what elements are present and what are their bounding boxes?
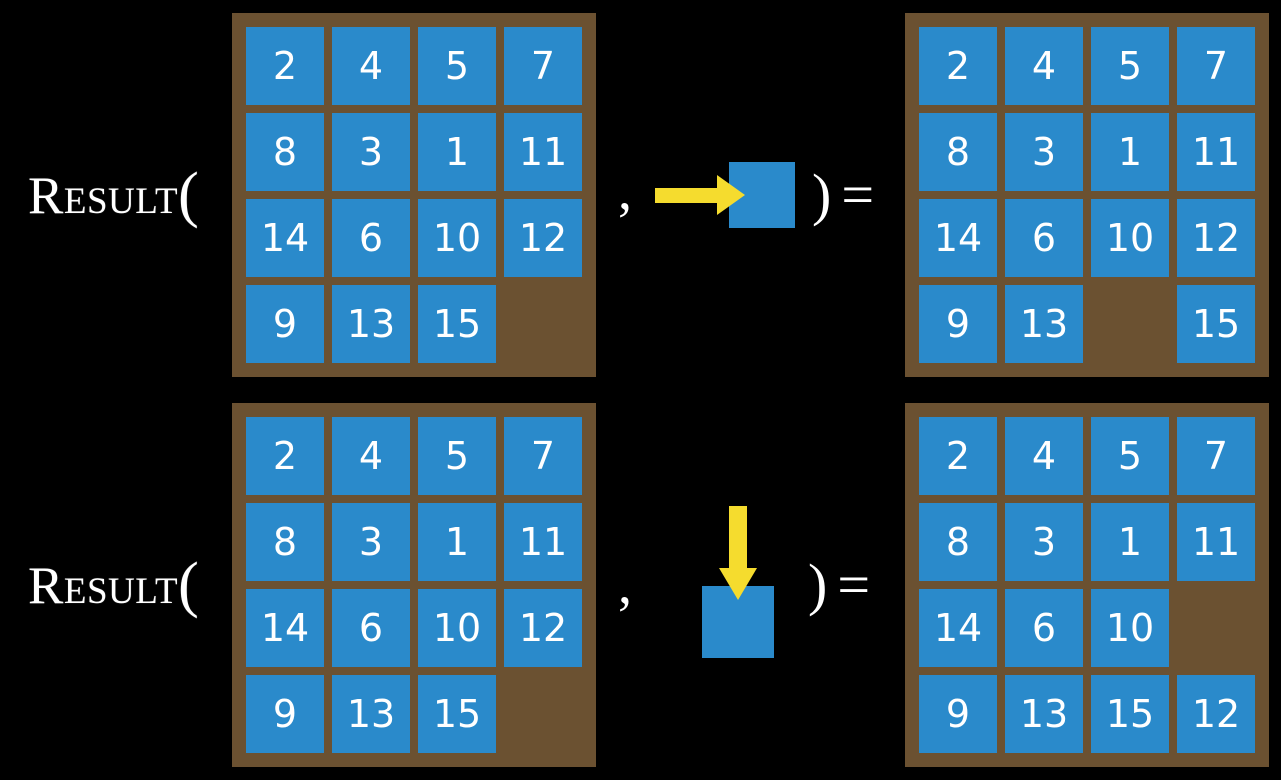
action-glyph-row-2 xyxy=(690,490,800,680)
tile[interactable]: 1 xyxy=(1091,503,1169,581)
open-paren-row-2: ( xyxy=(178,551,200,619)
tile[interactable]: 3 xyxy=(1005,503,1083,581)
action-glyph-row-1 xyxy=(655,140,820,250)
tile[interactable]: 5 xyxy=(418,27,496,105)
arrow-down-head xyxy=(719,568,757,600)
tile[interactable]: 14 xyxy=(246,589,324,667)
tile[interactable]: 2 xyxy=(246,27,324,105)
blank-tile[interactable] xyxy=(504,285,582,363)
input-board-row-1[interactable]: 2 4 5 7 8 3 1 11 14 6 10 12 9 13 15 xyxy=(232,13,596,377)
tile[interactable]: 2 xyxy=(919,417,997,495)
tile[interactable]: 11 xyxy=(1177,113,1255,191)
result-function-label-row-2: Result( xyxy=(28,554,199,616)
blank-tile[interactable] xyxy=(1177,589,1255,667)
tile[interactable]: 10 xyxy=(418,589,496,667)
tile[interactable]: 15 xyxy=(1091,675,1169,753)
tile[interactable]: 1 xyxy=(418,113,496,191)
argument-separator-row-1: , xyxy=(618,160,632,222)
output-board-row-2[interactable]: 2 4 5 7 8 3 1 11 14 6 10 9 13 15 12 xyxy=(905,403,1269,767)
tile[interactable]: 4 xyxy=(1005,417,1083,495)
tile[interactable]: 1 xyxy=(418,503,496,581)
tile[interactable]: 12 xyxy=(1177,199,1255,277)
close-paren-row-1: ) xyxy=(812,162,832,227)
tile[interactable]: 9 xyxy=(919,675,997,753)
tile[interactable]: 4 xyxy=(332,27,410,105)
tile[interactable]: 11 xyxy=(504,503,582,581)
tile[interactable]: 11 xyxy=(1177,503,1255,581)
tile[interactable]: 13 xyxy=(332,675,410,753)
tile[interactable]: 14 xyxy=(919,589,997,667)
close-paren-row-2: ) xyxy=(808,552,828,617)
output-board-row-1[interactable]: 2 4 5 7 8 3 1 11 14 6 10 12 9 13 15 xyxy=(905,13,1269,377)
tile[interactable]: 2 xyxy=(919,27,997,105)
tile[interactable]: 5 xyxy=(1091,27,1169,105)
tile[interactable]: 7 xyxy=(504,417,582,495)
argument-separator-row-2: , xyxy=(618,554,632,616)
tile[interactable]: 9 xyxy=(919,285,997,363)
blank-tile[interactable] xyxy=(1091,285,1169,363)
result-function-name-row-1: Result xyxy=(28,167,179,225)
tile[interactable]: 12 xyxy=(504,589,582,667)
tile[interactable]: 5 xyxy=(418,417,496,495)
tile[interactable]: 13 xyxy=(1005,285,1083,363)
tile[interactable]: 15 xyxy=(1177,285,1255,363)
result-function-label-row-1: Result( xyxy=(28,164,199,226)
tile[interactable]: 3 xyxy=(1005,113,1083,191)
close-and-equals-row-1: )= xyxy=(812,166,874,224)
tile[interactable]: 4 xyxy=(332,417,410,495)
tile[interactable]: 10 xyxy=(1091,199,1169,277)
open-paren-row-1: ( xyxy=(178,161,200,229)
arrow-right-icon xyxy=(655,175,755,215)
tile[interactable]: 9 xyxy=(246,675,324,753)
tile[interactable]: 3 xyxy=(332,503,410,581)
tile[interactable]: 8 xyxy=(919,113,997,191)
blank-tile[interactable] xyxy=(504,675,582,753)
tile[interactable]: 6 xyxy=(1005,589,1083,667)
tile[interactable]: 10 xyxy=(1091,589,1169,667)
tile[interactable]: 12 xyxy=(504,199,582,277)
tile[interactable]: 12 xyxy=(1177,675,1255,753)
tile[interactable]: 6 xyxy=(332,589,410,667)
tile[interactable]: 15 xyxy=(418,675,496,753)
tile[interactable]: 5 xyxy=(1091,417,1169,495)
tile[interactable]: 8 xyxy=(246,503,324,581)
tile[interactable]: 10 xyxy=(418,199,496,277)
tile[interactable]: 11 xyxy=(504,113,582,191)
equals-sign-row-1: = xyxy=(841,162,875,227)
input-board-row-2[interactable]: 2 4 5 7 8 3 1 11 14 6 10 12 9 13 15 xyxy=(232,403,596,767)
tile[interactable]: 14 xyxy=(246,199,324,277)
arrow-right-shaft xyxy=(655,188,723,203)
tile[interactable]: 9 xyxy=(246,285,324,363)
tile[interactable]: 4 xyxy=(1005,27,1083,105)
tile[interactable]: 6 xyxy=(332,199,410,277)
result-function-name-row-2: Result xyxy=(28,557,179,615)
arrow-right-head xyxy=(717,175,745,215)
tile[interactable]: 1 xyxy=(1091,113,1169,191)
tile[interactable]: 13 xyxy=(332,285,410,363)
equation-row-1: Result( 2 4 5 7 8 3 1 11 14 6 10 12 9 13… xyxy=(28,13,1269,377)
close-and-equals-row-2: )= xyxy=(808,556,870,614)
tile[interactable]: 8 xyxy=(919,503,997,581)
tile[interactable]: 7 xyxy=(504,27,582,105)
arrow-down-shaft xyxy=(729,506,747,576)
tile[interactable]: 8 xyxy=(246,113,324,191)
tile[interactable]: 7 xyxy=(1177,417,1255,495)
tile[interactable]: 13 xyxy=(1005,675,1083,753)
tile[interactable]: 15 xyxy=(418,285,496,363)
tile[interactable]: 7 xyxy=(1177,27,1255,105)
tile[interactable]: 3 xyxy=(332,113,410,191)
tile[interactable]: 2 xyxy=(246,417,324,495)
equals-sign-row-2: = xyxy=(837,552,871,617)
equation-row-2: Result( 2 4 5 7 8 3 1 11 14 6 10 12 9 13… xyxy=(0,390,1281,780)
tile[interactable]: 14 xyxy=(919,199,997,277)
tile[interactable]: 6 xyxy=(1005,199,1083,277)
arrow-down-icon xyxy=(719,506,757,612)
